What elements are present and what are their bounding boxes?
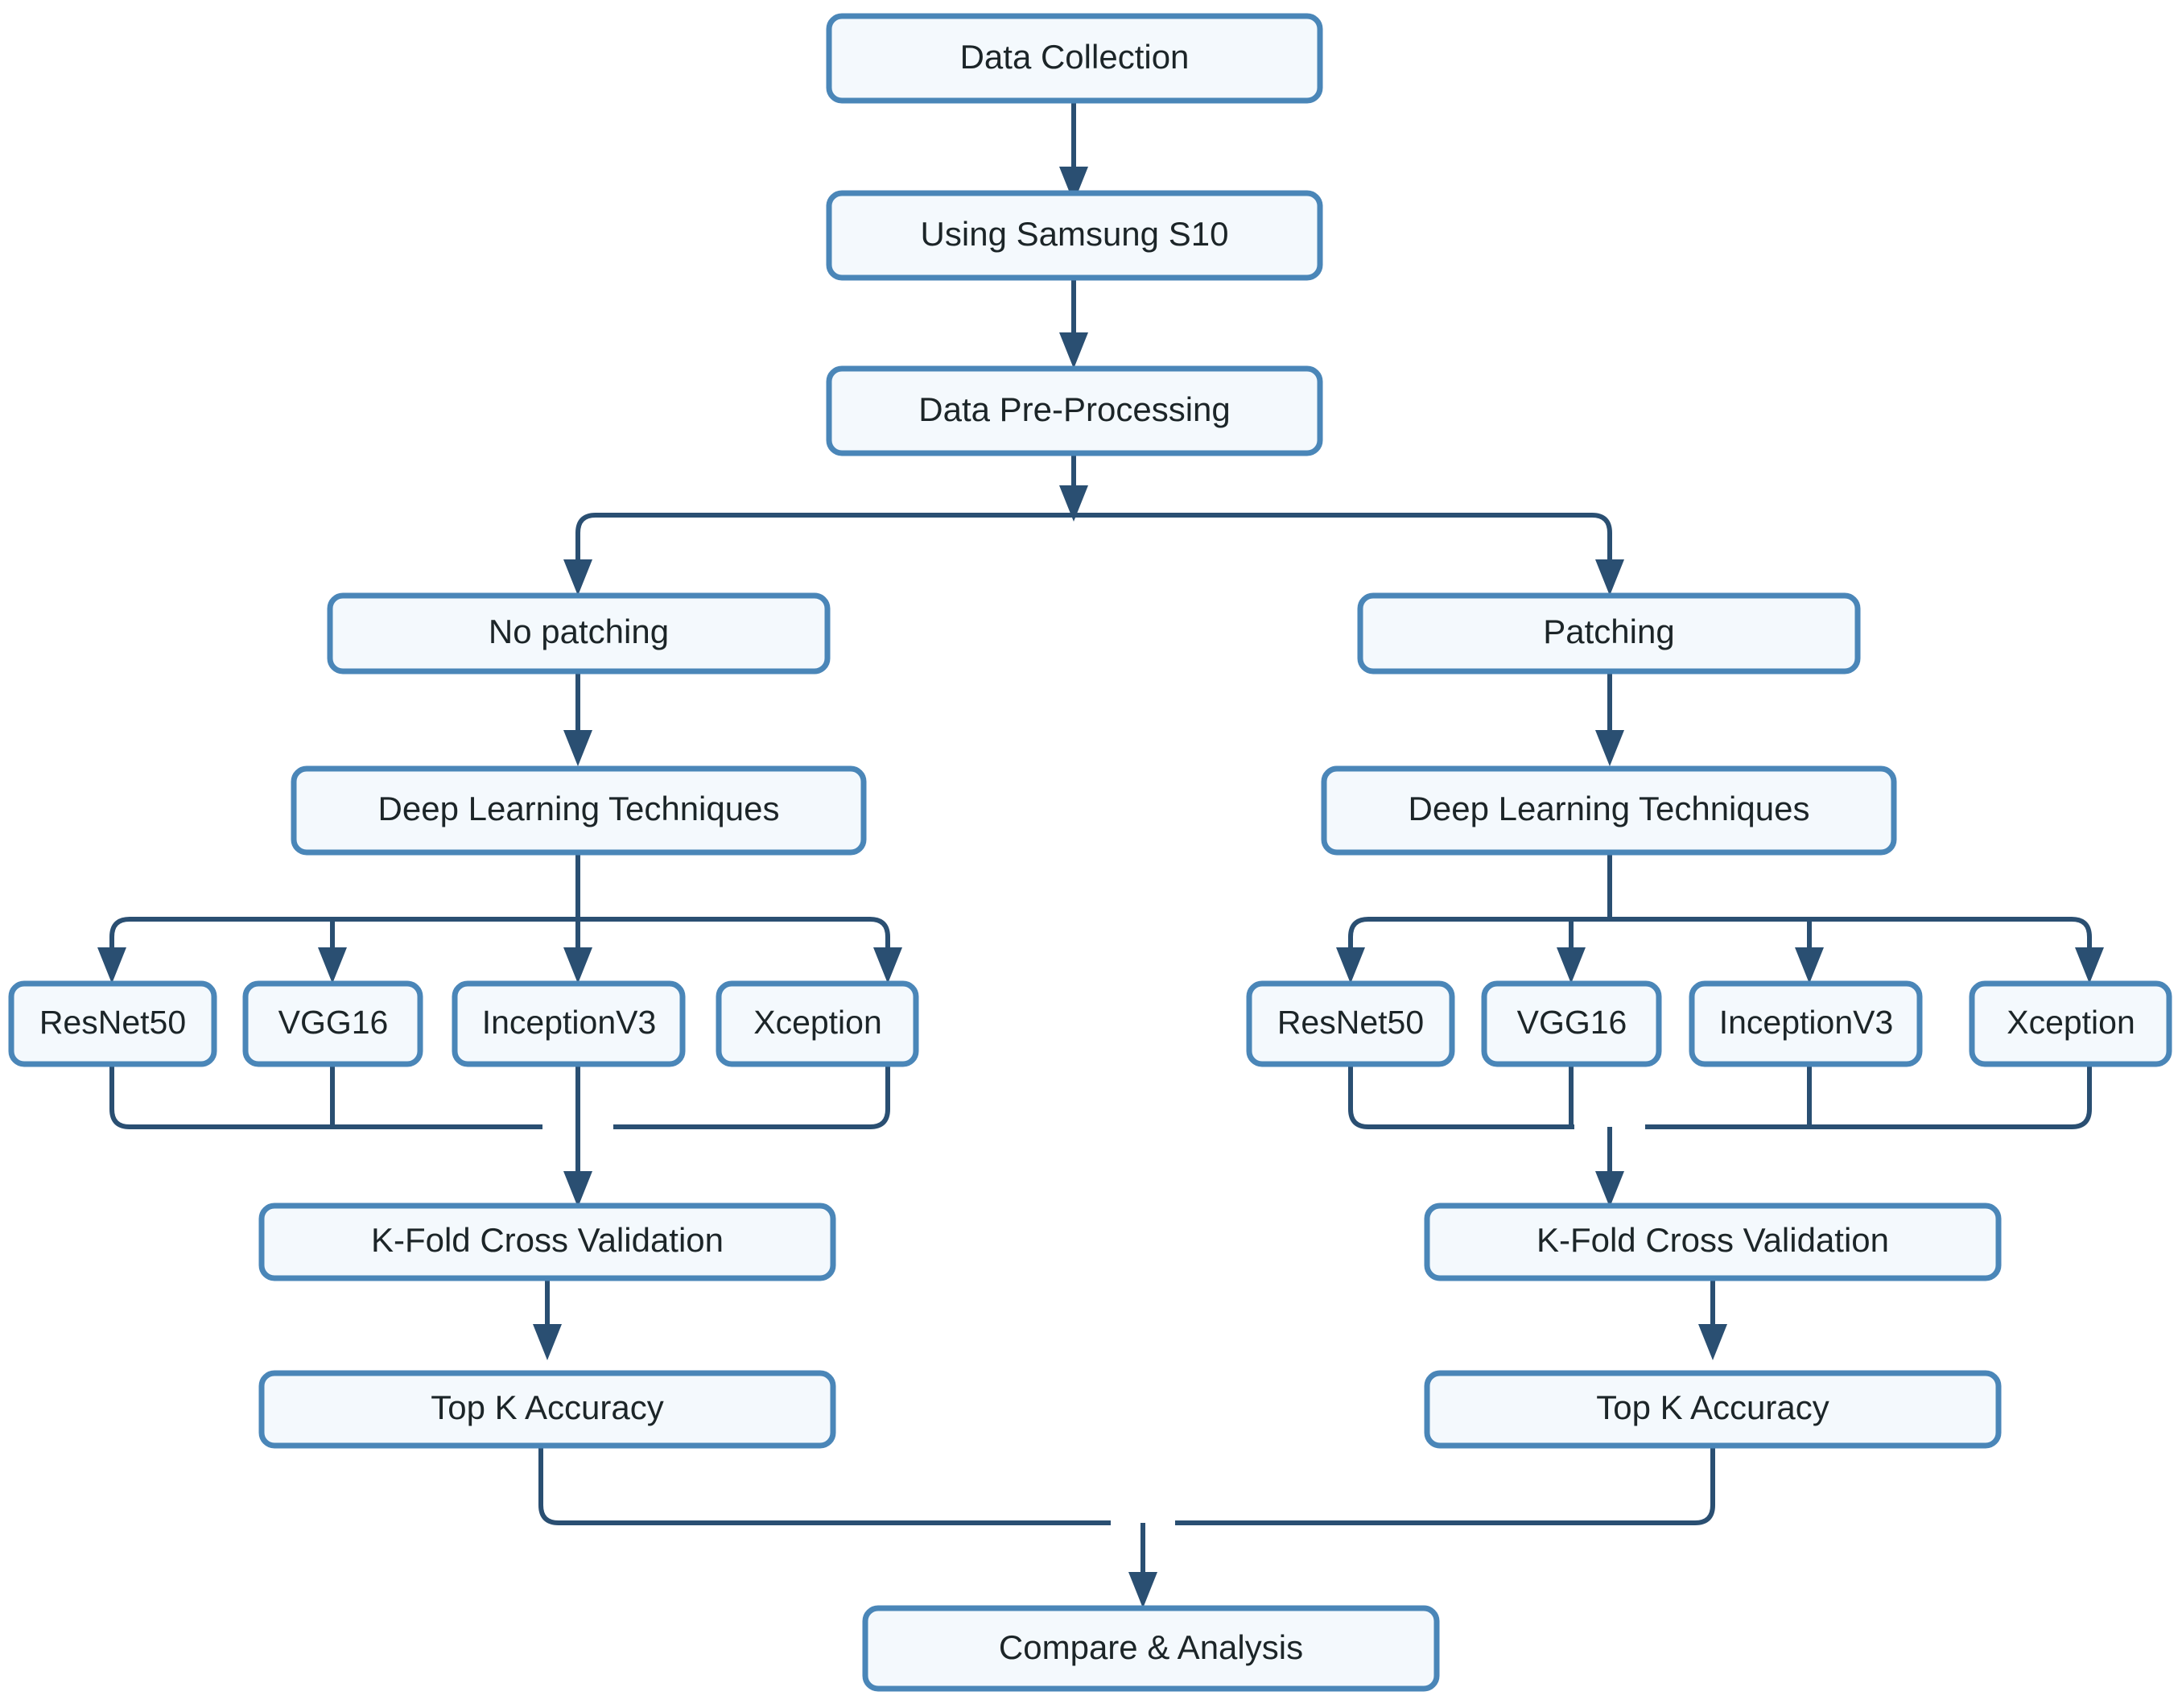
edge-data-pre-processing-split [1059, 452, 1088, 522]
node-xception-right[interactable]: Xception [1969, 980, 2172, 1067]
node-no-patching[interactable]: No patching [327, 592, 831, 675]
edge-patching-to-dlt-right [1595, 670, 1624, 766]
node-resnet50-right-shape[interactable] [1246, 980, 1455, 1067]
node-topk-left[interactable]: Top K Accuracy [258, 1370, 836, 1449]
node-layer: Data Collection Using Samsung S10 Data P… [8, 13, 2172, 1692]
edge-topk-left-to-compare [538, 1445, 1111, 1525]
edge-kfold-right-to-topk-right [1698, 1276, 1727, 1360]
node-xception-left-shape[interactable] [716, 980, 919, 1067]
node-kfold-left[interactable]: K-Fold Cross Validation [258, 1203, 836, 1281]
node-using-samsung-s10-shape[interactable] [826, 190, 1323, 281]
node-inceptionv3-left[interactable]: InceptionV3 [452, 980, 686, 1067]
edge-data-collection-to-using-samsung-s10 [1059, 101, 1088, 203]
edge-no-patching-to-dlt-left [563, 670, 592, 766]
node-resnet50-left[interactable]: ResNet50 [8, 980, 217, 1067]
node-xception-left-label: Xception [753, 1004, 882, 1041]
node-vgg16-left[interactable]: VGG16 [242, 980, 423, 1067]
edge-dlt-right-fanout [1336, 852, 2104, 984]
node-topk-right-label: Top K Accuracy [1596, 1388, 1829, 1426]
node-vgg16-right-label: VGG16 [1517, 1004, 1627, 1041]
node-kfold-right[interactable]: K-Fold Cross Validation [1424, 1203, 2002, 1281]
node-resnet50-right-label: ResNet50 [1277, 1004, 1424, 1041]
node-no-patching-label: No patching [489, 613, 669, 650]
node-vgg16-right[interactable]: VGG16 [1481, 980, 1662, 1067]
node-data-pre-processing-shape[interactable] [826, 365, 1323, 456]
node-inceptionv3-right-label: InceptionV3 [1719, 1004, 1894, 1041]
edge-compare-drop [1128, 1523, 1157, 1608]
node-inceptionv3-left-shape[interactable] [452, 980, 686, 1067]
node-vgg16-left-label: VGG16 [278, 1004, 389, 1041]
node-patching-label: Patching [1543, 613, 1674, 650]
node-dlt-right-shape[interactable] [1321, 765, 1897, 856]
node-resnet50-left-label: ResNet50 [39, 1004, 186, 1041]
node-dlt-right[interactable]: Deep Learning Techniques [1321, 765, 1897, 856]
node-topk-left-label: Top K Accuracy [431, 1388, 663, 1426]
node-dlt-left-label: Deep Learning Techniques [378, 790, 780, 827]
node-compare-analysis-label: Compare & Analysis [999, 1628, 1303, 1666]
edge-data-pre-processing-to-no-patching [563, 513, 1074, 596]
node-inceptionv3-right[interactable]: InceptionV3 [1689, 980, 1923, 1067]
node-kfold-left-label: K-Fold Cross Validation [371, 1221, 724, 1259]
node-using-samsung-s10-label: Using Samsung S10 [921, 215, 1229, 253]
edge-data-pre-processing-to-patching [1074, 513, 1624, 596]
node-xception-right-shape[interactable] [1969, 980, 2172, 1067]
node-resnet50-left-shape[interactable] [8, 980, 217, 1067]
node-data-pre-processing-label: Data Pre-Processing [918, 390, 1231, 428]
edge-topk-right-to-compare [1175, 1445, 1715, 1525]
node-kfold-right-shape[interactable] [1424, 1203, 2002, 1281]
node-inceptionv3-right-shape[interactable] [1689, 980, 1923, 1067]
node-topk-right-shape[interactable] [1424, 1370, 2002, 1449]
node-data-pre-processing[interactable]: Data Pre-Processing [826, 365, 1323, 456]
node-using-samsung-s10[interactable]: Using Samsung S10 [826, 190, 1323, 281]
node-vgg16-left-shape[interactable] [242, 980, 423, 1067]
node-dlt-left[interactable]: Deep Learning Techniques [291, 765, 867, 856]
node-compare-analysis-shape[interactable] [862, 1605, 1440, 1692]
node-vgg16-right-shape[interactable] [1481, 980, 1662, 1067]
node-patching[interactable]: Patching [1357, 592, 1861, 675]
edge-dlt-left-fanout [97, 852, 902, 984]
node-dlt-right-label: Deep Learning Techniques [1409, 790, 1810, 827]
edge-models-right-fanin [1348, 1046, 2092, 1207]
node-topk-right[interactable]: Top K Accuracy [1424, 1370, 2002, 1449]
node-compare-analysis[interactable]: Compare & Analysis [862, 1605, 1440, 1692]
node-data-collection[interactable]: Data Collection [826, 13, 1323, 104]
node-resnet50-right[interactable]: ResNet50 [1246, 980, 1455, 1067]
node-dlt-left-shape[interactable] [291, 765, 867, 856]
node-no-patching-shape[interactable] [327, 592, 831, 675]
node-kfold-left-shape[interactable] [258, 1203, 836, 1281]
node-inceptionv3-left-label: InceptionV3 [482, 1004, 657, 1041]
edge-models-left-fanin [109, 1046, 890, 1207]
node-data-collection-label: Data Collection [960, 38, 1190, 76]
node-xception-left[interactable]: Xception [716, 980, 919, 1067]
node-patching-shape[interactable] [1357, 592, 1861, 675]
node-data-collection-shape[interactable] [826, 13, 1323, 104]
node-topk-left-shape[interactable] [258, 1370, 836, 1449]
node-xception-right-label: Xception [2007, 1004, 2135, 1041]
edge-layer [97, 101, 2104, 1608]
edge-kfold-left-to-topk-left [533, 1276, 562, 1360]
node-kfold-right-label: K-Fold Cross Validation [1536, 1221, 1889, 1259]
